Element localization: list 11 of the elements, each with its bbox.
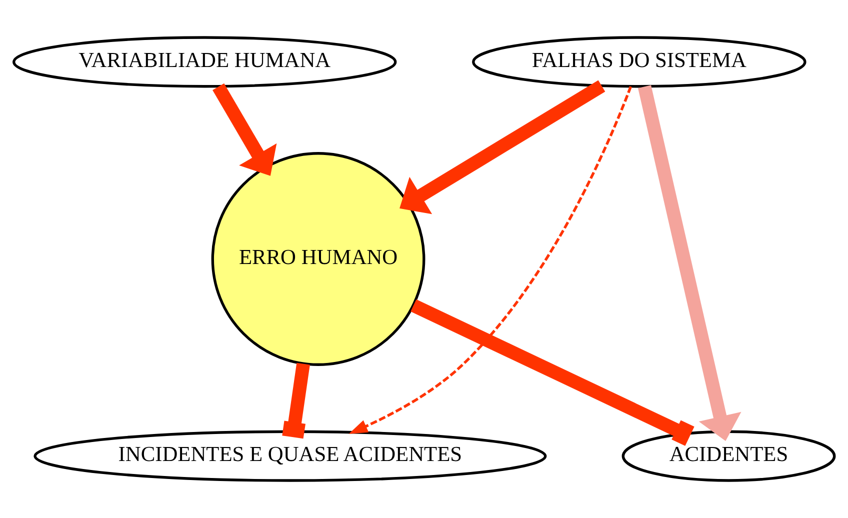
node-circle: ERRO HUMANO xyxy=(211,152,426,366)
arrow xyxy=(212,83,277,176)
arrow xyxy=(348,86,632,434)
node-ellipse: FALHAS DO SISTEMA xyxy=(472,36,806,88)
node-ellipse: INCIDENTES E QUASE ACIDENTES xyxy=(34,430,547,482)
connector xyxy=(410,299,694,446)
connector xyxy=(282,362,310,439)
node-ellipse: VARIABILIADE HUMANA xyxy=(12,36,397,88)
arrow xyxy=(400,80,606,214)
arrow xyxy=(638,85,742,441)
node-ellipse: ACIDENTES xyxy=(622,430,836,482)
